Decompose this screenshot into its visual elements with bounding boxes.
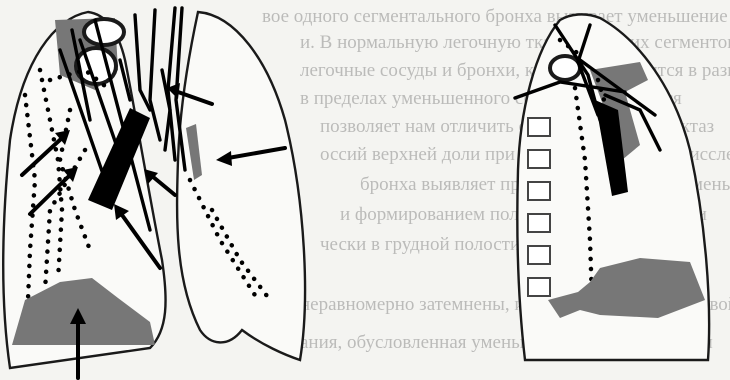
vertebra bbox=[528, 118, 550, 136]
left-lung-outline bbox=[177, 12, 305, 360]
vertebra bbox=[528, 182, 550, 200]
bg-text-line: вое одного сегментального бронха вызывае… bbox=[262, 6, 728, 27]
bg-text-line: чески в грудной полости bbox=[320, 234, 520, 255]
vertebra bbox=[528, 150, 550, 168]
bg-text-line: и. В нормальную легочную ткань соседних … bbox=[300, 32, 730, 53]
trachea-line bbox=[150, 10, 160, 140]
bronchus-ring bbox=[550, 56, 580, 80]
vertebra bbox=[528, 278, 550, 296]
vertebra bbox=[528, 246, 550, 264]
vertebra bbox=[528, 214, 550, 232]
bg-text-line: легочные сосуды и бронхи, которые расход… bbox=[300, 60, 730, 81]
trachea-ring bbox=[84, 19, 124, 45]
trachea-line bbox=[135, 15, 150, 110]
mediastinal-line bbox=[168, 8, 175, 160]
frontal-view bbox=[3, 8, 305, 378]
